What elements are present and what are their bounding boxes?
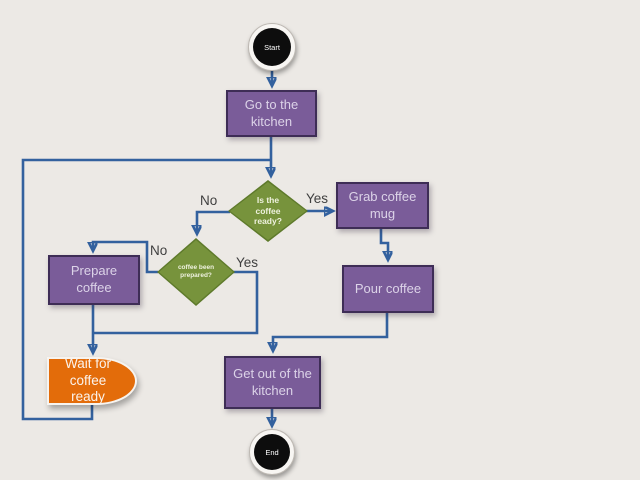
go-to-kitchen-label: Go to the kitchen: [244, 96, 299, 129]
node-go-to-kitchen: Go to the kitchen: [226, 90, 317, 137]
node-start: Start: [248, 23, 296, 71]
coffee-been-prepared-label: coffee been prepared?: [177, 263, 215, 279]
edge-pour-to-getout: [273, 313, 389, 351]
node-wait-for-coffee: Wait for coffee ready: [47, 355, 137, 405]
grab-coffee-mug-label: Grab coffee mug: [348, 188, 417, 221]
edge-ready-no: [197, 210, 230, 234]
prepare-coffee-label: Prepare coffee: [70, 263, 118, 295]
edge-prepared-no: [93, 240, 158, 274]
node-prepare-coffee: Prepare coffee: [48, 255, 140, 305]
edge-label-ready-no: No: [200, 193, 218, 208]
edge-label-ready-yes: Yes: [306, 191, 329, 206]
edge-label-prepared-no: No: [150, 243, 168, 258]
is-coffee-ready-label: Is the coffee ready?: [254, 195, 282, 227]
edge-prepared-yes: [94, 270, 259, 335]
pour-coffee-label: Pour coffee: [354, 280, 422, 296]
node-get-out-of-kitchen: Get out of the kitchen: [224, 356, 321, 409]
edge-label-prepared-yes: Yes: [236, 255, 259, 270]
end-label: End: [265, 447, 279, 457]
node-grab-coffee-mug: Grab coffee mug: [336, 182, 429, 229]
wait-for-coffee-label: Wait for coffee ready: [64, 355, 111, 405]
start-label: Start: [264, 42, 280, 52]
node-pour-coffee: Pour coffee: [342, 265, 434, 313]
edge-grab-to-pour: [379, 229, 388, 260]
edge-wait-loop-return: [21, 158, 271, 421]
node-end: End: [249, 429, 295, 475]
start-circle: Start: [253, 28, 291, 66]
get-out-of-kitchen-label: Get out of the kitchen: [233, 365, 312, 398]
end-circle: End: [254, 434, 290, 470]
